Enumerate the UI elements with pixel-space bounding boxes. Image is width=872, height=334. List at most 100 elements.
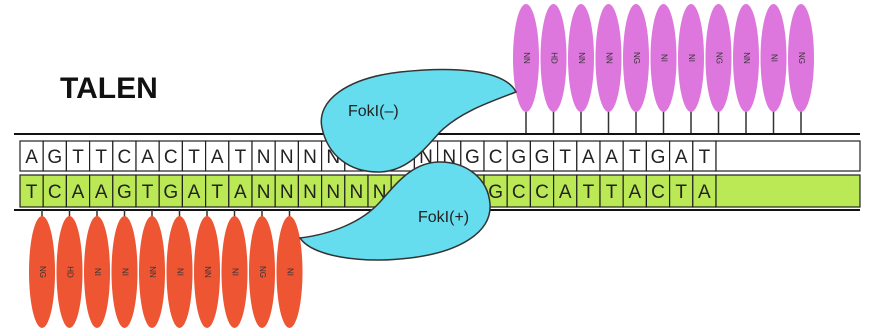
tale-repeat [111,216,138,328]
tale-repeat [733,4,759,112]
tale-repeat [29,216,55,328]
base-letter: C [118,147,132,168]
rvd-label: NI [659,54,668,62]
rvd-label: NN [522,52,531,64]
base-letter: C [489,147,503,168]
rvd-label: NG [714,52,723,64]
tale-repeat [623,4,649,112]
base-letter: A [72,182,85,203]
base-letter: A [582,147,595,168]
tale-repeat [705,4,732,112]
rvd-label: HD [549,52,558,64]
base-letter: T [142,182,154,203]
rvd-label: NG [38,266,47,278]
rvd-label: NN [604,52,613,64]
base-letter: A [141,147,154,168]
base-letter: T [188,147,200,168]
base-letter: T [211,182,223,203]
foki-minus-label: FokI(–) [348,103,399,120]
base-letter: A [211,147,224,168]
left-tale-array: NG HD NI NI NN NI NN NI NG NI [29,210,303,328]
tale-repeat [595,4,622,112]
tale-repeat [84,216,110,328]
tale-repeat [221,216,248,328]
rvd-label: NI [687,54,696,62]
base-letter: T [583,182,595,203]
empty-cell [715,174,861,208]
base-letter: A [698,182,711,203]
base-letter: G [488,182,503,203]
tale-repeat [650,4,677,112]
base-letter: N [257,147,271,168]
rvd-label: NI [285,268,294,276]
foki-plus-label: FokI(+) [418,209,469,226]
tale-repeat [139,216,165,328]
tale-repeat [788,4,814,112]
empty-cell [715,140,861,172]
rvd-label: NN [577,52,586,64]
tale-repeat [540,4,567,112]
foki-plus-domain: FokI(+) [298,161,491,261]
base-letter: C [535,182,549,203]
base-letter: A [605,147,618,168]
base-letter: N [280,182,294,203]
base-letter: N [257,182,271,203]
base-letter: G [163,182,178,203]
base-letter: A [95,182,108,203]
rvd-label: NG [797,52,806,64]
rvd-label: NI [120,268,129,276]
base-letter: A [188,182,201,203]
base-letter: T [26,182,38,203]
foki-minus-domain: FokI(–) [320,68,518,173]
base-letter: C [164,147,178,168]
base-letter: C [512,182,526,203]
base-letter: G [47,147,62,168]
tale-repeat [678,4,704,112]
base-letter: N [280,147,294,168]
tale-repeat [568,4,594,112]
base-letter: T [559,147,571,168]
base-letter: G [117,182,132,203]
base-letter: A [234,182,247,203]
tale-repeat [513,4,539,112]
base-letter: A [628,182,641,203]
base-letter: N [350,182,364,203]
rvd-label: NI [769,54,778,62]
base-letter: C [651,182,665,203]
base-letter: A [559,182,572,203]
base-letter: T [629,147,641,168]
base-letter: T [675,182,687,203]
base-letter: T [235,147,247,168]
tale-repeat [194,216,220,328]
base-letter: N [303,147,317,168]
rvd-label: NI [230,268,239,276]
tale-repeat [276,216,303,328]
base-letter: N [326,182,340,203]
rvd-label: NI [93,268,102,276]
base-letter: T [95,147,107,168]
tale-repeat [760,4,787,112]
base-letter: C [48,182,62,203]
base-letter: T [72,147,84,168]
base-letter: T [699,147,711,168]
base-letter: G [511,147,526,168]
base-letter: G [535,147,550,168]
rvd-label: HD [65,266,74,278]
top-strand: AGTTCACTATNNNNNNNNNGCGGTAATGAT [19,140,861,172]
diagram-title: TALEN [60,72,158,105]
base-letter: A [675,147,688,168]
rvd-label: NN [203,266,212,278]
base-letter: T [606,182,618,203]
tale-repeat [249,216,275,328]
base-letter: G [651,147,666,168]
rvd-label: NG [258,266,267,278]
base-letter: A [25,147,38,168]
rvd-label: NI [175,268,184,276]
base-letter: N [303,182,317,203]
base-letter: G [465,147,480,168]
rvd-label: NN [742,52,751,64]
rvd-label: NN [148,266,157,278]
tale-repeat [166,216,193,328]
